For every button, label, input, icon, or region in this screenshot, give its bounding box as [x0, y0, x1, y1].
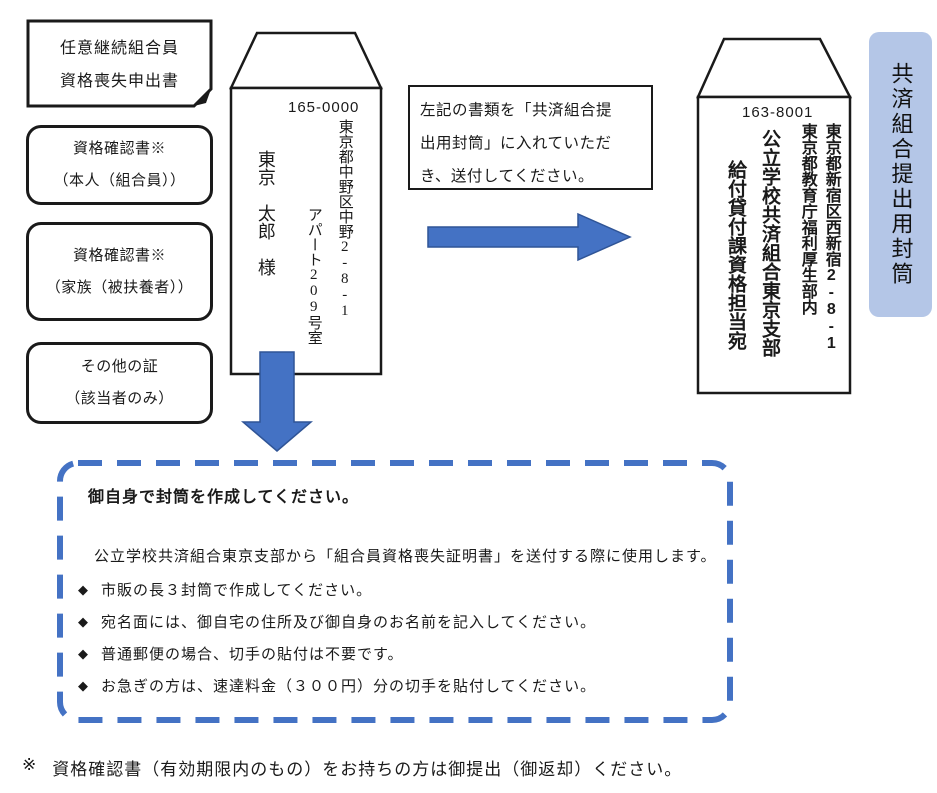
diamond-bullet-icon: ◆	[78, 581, 88, 597]
document-note-box: 任意継続組合員 資格喪失申出書	[26, 27, 213, 103]
submit-address-line1: 東京都新宿区西新宿2-8-1	[822, 123, 840, 352]
notice-bullet-text: 宛名面には、御自宅の住所及び御自身のお名前を記入してください。	[101, 614, 597, 631]
note-box-shape	[26, 19, 213, 108]
footnote: ※ 資格確認書（有効期限内のもの）をお持ちの方は御提出（御返却）ください。	[22, 755, 682, 780]
home-address-line2: アパート209号室	[305, 207, 322, 345]
document-box-certificate-self: 資格確認書※ （本人（組合員））	[26, 125, 213, 205]
document-box-other: その他の証 （該当者のみ）	[26, 342, 213, 424]
right-arrow-icon	[427, 212, 632, 262]
submit-envelope-label-text: 共済組合提出用封筒	[888, 62, 914, 287]
notice-bullet-item: ◆ お急ぎの方は、速達料金（３００円）分の切手を貼付してください。	[78, 669, 718, 701]
box-line: （本人（組合員））	[53, 173, 186, 189]
notice-bullet-item: ◆ 市販の長３封筒で作成してください。	[78, 573, 718, 605]
instruction-line2: 出用封筒」に入れていただ	[420, 135, 612, 152]
instruction-box: 左記の書類を「共済組合提 出用封筒」に入れていただ き、送付してください。	[408, 85, 653, 190]
notice-title: 御自身で封筒を作成してください。	[88, 489, 360, 506]
footnote-text: 資格確認書（有効期限内のもの）をお持ちの方は御提出（御返却）ください。	[52, 760, 683, 779]
document-box-certificate-family: 資格確認書※ （家族（被扶養者））	[26, 222, 213, 321]
box-line: 資格確認書※	[72, 247, 166, 264]
box-line: 資格確認書※	[72, 141, 166, 157]
box-line: （該当者のみ）	[65, 391, 174, 407]
notice-bullet-list: ◆ 市販の長３封筒で作成してください。 ◆ 宛名面には、御自宅の住所及び御自身の…	[78, 573, 718, 701]
down-arrow-icon	[241, 351, 313, 452]
note-box-line2: 資格喪失申出書	[59, 73, 179, 90]
submit-address-line2: 東京都教育庁福利厚生部内	[798, 123, 816, 315]
box-line: （家族（被扶養者））	[45, 279, 194, 296]
submit-address-line4: 給付貸付課資格担当宛	[724, 160, 746, 350]
note-box-line1: 任意継続組合員	[59, 40, 179, 57]
submit-envelope-shape	[696, 37, 853, 395]
notice-intro: 公立学校共済組合東京支部から「組合員資格喪失証明書」を送付する際に使用します。	[94, 549, 717, 565]
notice-bullet-text: 市販の長３封筒で作成してください。	[101, 582, 373, 599]
footnote-marker: ※	[22, 755, 38, 774]
diamond-bullet-icon: ◆	[78, 645, 88, 661]
diamond-bullet-icon: ◆	[78, 677, 88, 693]
notice-box-dashed-border	[57, 460, 733, 723]
instruction-line1: 左記の書類を「共済組合提	[420, 102, 613, 119]
notice-bullet-text: 普通郵便の場合、切手の貼付は不要です。	[101, 646, 404, 663]
home-address-line1: 東京都中野区中野2-8-1	[336, 119, 353, 319]
box-line: その他の証	[80, 359, 159, 375]
home-envelope-shape	[229, 31, 383, 376]
home-postal-code: 165-0000	[288, 99, 360, 116]
notice-bullet-text: お急ぎの方は、速達料金（３００円）分の切手を貼付してください。	[101, 678, 597, 695]
submit-address-line3: 公立学校共済組合東京支部	[758, 129, 780, 357]
diamond-bullet-icon: ◆	[78, 613, 88, 629]
notice-bullet-item: ◆ 宛名面には、御自宅の住所及び御自身のお名前を記入してください。	[78, 605, 718, 637]
notice-bullet-item: ◆ 普通郵便の場合、切手の貼付は不要です。	[78, 637, 718, 669]
submit-envelope-label: 共済組合提出用封筒	[869, 32, 932, 317]
submit-postal-code: 163-8001	[742, 104, 814, 121]
notice-box: 御自身で封筒を作成してください。 公立学校共済組合東京支部から「組合員資格喪失証…	[56, 459, 734, 724]
instruction-line3: き、送付してください。	[420, 168, 594, 185]
home-recipient-name: 東京 太郎 様	[255, 150, 276, 276]
